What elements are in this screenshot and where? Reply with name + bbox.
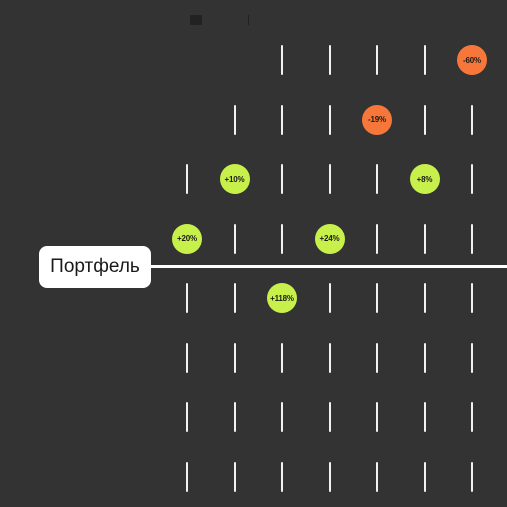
grid-tick <box>376 342 378 373</box>
grid-tick <box>376 45 378 75</box>
portfolio-label: Портфель <box>39 246 151 288</box>
grid-tick <box>376 461 378 492</box>
grid-tick <box>233 283 236 313</box>
grid-tick <box>376 223 378 254</box>
grid-tick <box>423 104 426 135</box>
grid-tick <box>233 461 236 492</box>
grid-tick <box>471 283 473 313</box>
grid-tick <box>471 461 473 492</box>
grid-tick <box>328 283 331 313</box>
grid-tick <box>423 45 426 75</box>
portfolio-line <box>150 265 507 268</box>
grid-tick <box>471 223 473 254</box>
top-block-mark <box>190 15 202 25</box>
return-badge: -60% <box>457 45 487 75</box>
grid-tick <box>281 342 283 373</box>
return-badge: +24% <box>314 223 345 254</box>
grid-tick <box>423 342 426 373</box>
grid-tick <box>471 164 473 194</box>
grid-tick <box>233 223 236 254</box>
grid-tick <box>281 402 283 432</box>
grid-tick <box>328 461 331 492</box>
return-badge: +20% <box>172 223 202 254</box>
return-badge: +8% <box>409 164 440 194</box>
grid-tick <box>281 104 283 135</box>
return-badge: +10% <box>219 164 250 194</box>
grid-tick <box>471 342 473 373</box>
return-badge: +118% <box>267 283 297 313</box>
grid-tick <box>186 461 188 492</box>
grid-tick <box>186 164 188 194</box>
grid-tick <box>328 45 331 75</box>
grid-tick <box>376 283 378 313</box>
grid-tick <box>471 402 473 432</box>
grid-tick <box>233 104 236 135</box>
grid-tick <box>281 164 283 194</box>
grid-tick <box>328 342 331 373</box>
grid-tick <box>186 342 188 373</box>
grid-tick <box>423 461 426 492</box>
grid-tick <box>233 402 236 432</box>
top-tick-mark <box>248 15 249 25</box>
grid-tick <box>328 402 331 432</box>
grid-tick <box>471 104 473 135</box>
grid-tick <box>423 283 426 313</box>
grid-tick <box>281 45 283 75</box>
return-badge: -19% <box>362 104 392 135</box>
grid-tick <box>186 283 188 313</box>
grid-tick <box>423 223 426 254</box>
grid-tick <box>423 402 426 432</box>
grid-tick <box>186 402 188 432</box>
grid-tick <box>281 461 283 492</box>
grid-tick <box>376 402 378 432</box>
grid-tick <box>328 164 331 194</box>
grid-tick <box>281 223 283 254</box>
grid-tick <box>328 104 331 135</box>
grid-tick <box>376 164 378 194</box>
grid-tick <box>233 342 236 373</box>
